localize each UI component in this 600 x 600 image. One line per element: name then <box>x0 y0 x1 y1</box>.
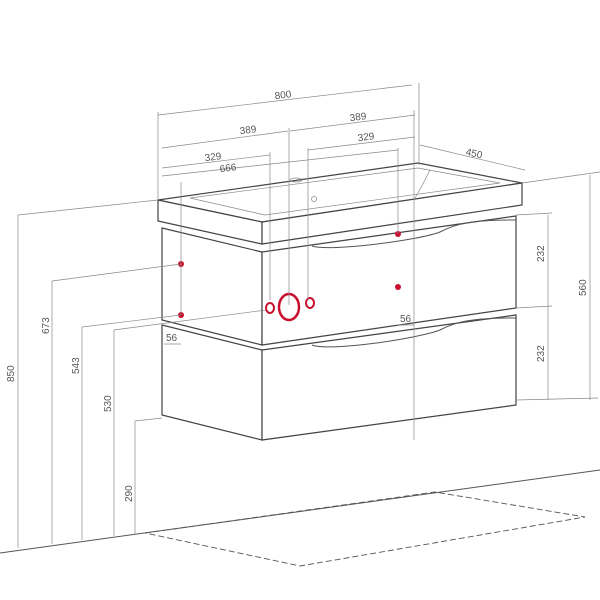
dim-inner-right: 329 <box>357 131 375 144</box>
dim-pipe-height: 530 <box>103 395 114 412</box>
overflow-icon <box>311 196 317 202</box>
water-inlet-icon <box>305 297 315 309</box>
dim-basin-width: 666 <box>219 162 237 175</box>
dim-depth: 450 <box>465 147 484 162</box>
dim-cabinet-height: 560 <box>578 279 589 296</box>
floor <box>0 469 600 567</box>
dim-offset-left: 56 <box>166 333 178 344</box>
dim-total-height: 850 <box>6 365 17 382</box>
upper-drawer <box>161 215 517 346</box>
dim-offset-right: 56 <box>400 314 412 325</box>
tap-hole-icon <box>289 177 303 183</box>
dim-total-width: 800 <box>274 89 292 102</box>
dimension-lines <box>17 83 600 548</box>
dim-lower-point: 543 <box>71 357 82 374</box>
water-inlet-icon <box>265 302 275 314</box>
dim-upper-drawer: 232 <box>536 245 547 262</box>
dim-bottom-clearance: 290 <box>124 485 135 502</box>
dim-upper-point: 673 <box>41 317 52 334</box>
dim-lower-drawer: 232 <box>536 345 547 362</box>
dim-half-right: 389 <box>349 111 367 124</box>
lower-drawer <box>161 314 517 441</box>
countertop <box>157 162 523 245</box>
dimension-labels: 800 389 389 329 329 666 450 232 232 560 … <box>6 89 589 502</box>
dim-inner-left: 329 <box>204 151 222 164</box>
dim-half-left: 389 <box>239 124 257 137</box>
